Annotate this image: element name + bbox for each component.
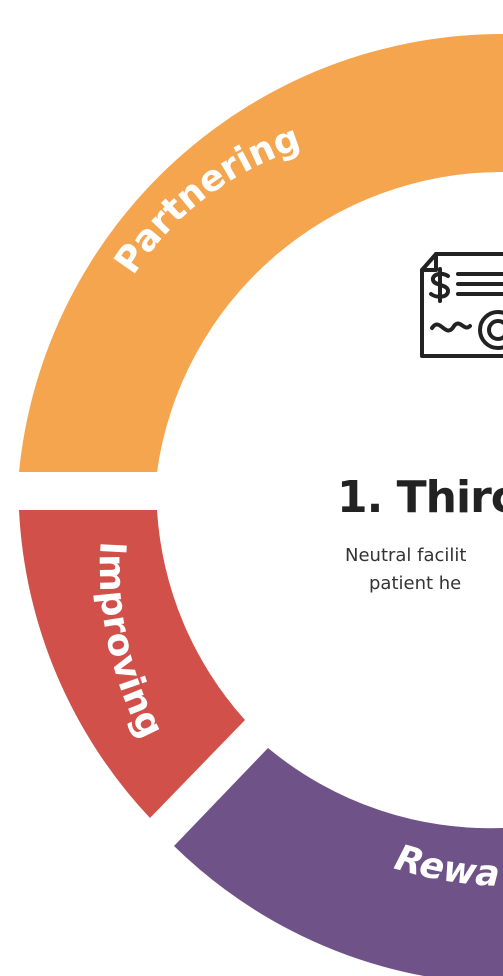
step-description-line: patient he bbox=[369, 573, 462, 594]
segment-improving bbox=[19, 510, 245, 818]
segment-rewa bbox=[174, 748, 503, 976]
step-description-line: Neutral facilit bbox=[345, 545, 467, 566]
step-description: Neutral facilit patient he bbox=[345, 542, 466, 598]
invoice-certificate-icon bbox=[418, 250, 503, 365]
step-title: 1. Thirc bbox=[337, 472, 503, 523]
segment-partnering bbox=[19, 33, 503, 473]
